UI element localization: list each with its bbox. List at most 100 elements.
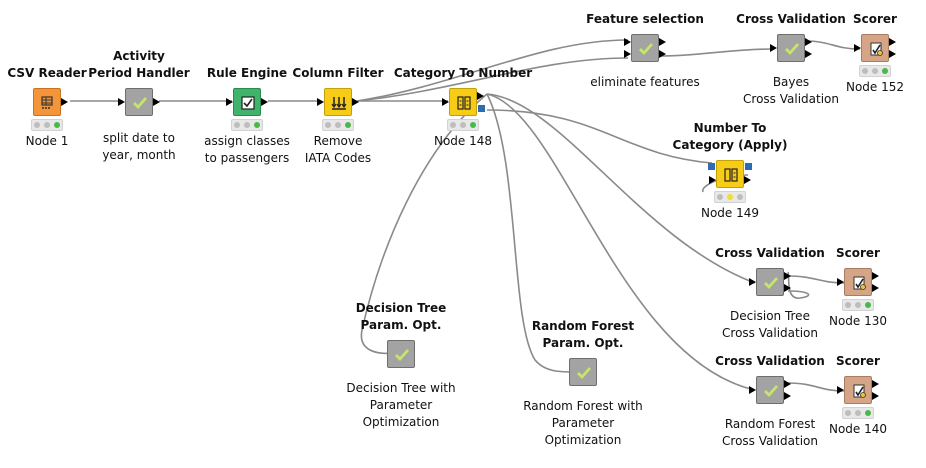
status-traffic-light <box>714 191 746 203</box>
node-title: Decision Tree Param. Opt. <box>355 301 447 332</box>
connection-filter-to-featsel-2 <box>356 57 629 102</box>
input-port-icon[interactable] <box>749 386 756 394</box>
output-port-icon[interactable] <box>153 98 160 106</box>
scorer-icon <box>870 42 883 56</box>
node-title: Scorer <box>836 246 880 260</box>
node-title: Column Filter <box>292 66 384 80</box>
csv-reader-node-body[interactable] <box>33 88 68 116</box>
node-random-forest-param-opt[interactable]: Random Forest Param. Opt. Random Forest … <box>503 318 663 449</box>
checkmark-icon <box>785 43 800 56</box>
input-port-icon[interactable] <box>770 44 777 52</box>
output-port-icon[interactable] <box>872 284 879 292</box>
model-output-port-icon[interactable] <box>478 105 485 112</box>
scorer-icon <box>853 384 866 398</box>
node-title: Feature selection <box>586 12 704 26</box>
output-port-icon[interactable] <box>477 92 484 100</box>
output-port-icon[interactable] <box>261 98 268 106</box>
scorer-node-body[interactable] <box>854 34 896 62</box>
input-port-icon[interactable] <box>837 386 844 394</box>
connection-category-to-numcat <box>486 109 713 164</box>
status-traffic-light <box>842 407 874 419</box>
output-port-icon[interactable] <box>872 392 879 400</box>
output-port-icon[interactable] <box>889 38 896 46</box>
node-cross-validation-rf[interactable]: Cross Validation Random Forest Cross Val… <box>690 353 850 450</box>
node-title: Cross Validation <box>715 354 825 368</box>
node-scorer-130[interactable]: Scorer Node 130 <box>778 245 926 330</box>
input-port-icon[interactable] <box>226 98 233 106</box>
input-port-icon[interactable] <box>709 176 716 184</box>
metanode-body[interactable] <box>624 34 666 62</box>
input-port-icon[interactable] <box>624 50 631 58</box>
metanode-body[interactable] <box>770 34 812 62</box>
node-rule-engine[interactable]: Rule Engine assign classes to passengers <box>167 65 327 167</box>
model-input-port-icon[interactable] <box>708 163 715 170</box>
node-cross-validation-bayes[interactable]: Cross Validation Bayes Cross Validation <box>711 11 871 108</box>
node-number-to-category[interactable]: Number To Category (Apply) Node 149 <box>650 120 810 222</box>
model-output-port-icon[interactable] <box>745 163 752 170</box>
metanode-body[interactable] <box>749 376 791 404</box>
input-port-icon[interactable] <box>317 98 324 106</box>
node-description: Node 152 <box>845 80 905 94</box>
input-port-icon[interactable] <box>442 98 449 106</box>
output-port-icon[interactable] <box>784 392 791 400</box>
output-port-icon[interactable] <box>784 284 791 292</box>
node-title: Cross Validation <box>736 12 846 26</box>
node-column-filter[interactable]: Column Filter Remove IATA Codes <box>258 65 418 167</box>
metanode-body[interactable] <box>569 358 597 386</box>
scorer-icon <box>853 276 866 290</box>
output-port-icon[interactable] <box>805 50 812 58</box>
output-port-icon[interactable] <box>659 50 666 58</box>
checkmark-icon <box>577 367 592 380</box>
node-category-to-number[interactable]: Category To Number Node 148 <box>383 65 543 150</box>
output-port-icon[interactable] <box>805 38 812 46</box>
category-to-number-node-body[interactable] <box>442 88 485 116</box>
node-description: Decision Tree Cross Validation <box>722 309 818 340</box>
node-description: Random Forest with Parameter Optimizatio… <box>523 399 643 447</box>
node-csv-reader[interactable]: CSV Reader Node 1 <box>0 65 127 150</box>
output-port-icon[interactable] <box>784 380 791 388</box>
node-title: Activity Period Handler <box>88 49 190 80</box>
output-port-icon[interactable] <box>352 98 359 106</box>
output-port-icon[interactable] <box>784 272 791 280</box>
connection-category-to-rfopt <box>486 93 575 373</box>
node-cross-validation-dt[interactable]: Cross Validation Decision Tree Cross Val… <box>690 245 850 342</box>
checkmark-icon <box>764 385 779 398</box>
rule-engine-node-body[interactable] <box>226 88 268 116</box>
input-port-icon[interactable] <box>118 98 125 106</box>
connection-category-to-cvrf <box>486 93 756 391</box>
status-traffic-light <box>859 65 891 77</box>
column-filter-node-body[interactable] <box>317 88 359 116</box>
output-port-icon[interactable] <box>872 272 879 280</box>
metanode-body[interactable] <box>118 88 160 116</box>
node-title: Category To Number <box>393 66 533 80</box>
node-activity-period-handler[interactable]: Activity Period Handler split date to ye… <box>59 48 219 164</box>
output-port-icon[interactable] <box>889 50 896 58</box>
node-scorer-152[interactable]: Scorer Node 152 <box>795 11 926 96</box>
output-port-icon[interactable] <box>744 176 751 184</box>
scorer-node-body[interactable] <box>837 376 879 404</box>
input-port-icon[interactable] <box>624 38 631 46</box>
metanode-body[interactable] <box>387 340 415 368</box>
node-feature-selection[interactable]: Feature selection eliminate features <box>565 11 725 91</box>
node-scorer-140[interactable]: Scorer Node 140 <box>778 353 926 438</box>
input-port-icon[interactable] <box>854 44 861 52</box>
output-port-icon[interactable] <box>872 380 879 388</box>
node-title: Rule Engine <box>206 66 288 80</box>
number-to-category-node-body[interactable] <box>708 160 752 188</box>
metanode-body[interactable] <box>749 268 791 296</box>
output-port-icon[interactable] <box>659 38 666 46</box>
status-traffic-light <box>231 119 263 131</box>
connection-filter-to-featsel-1 <box>356 39 629 102</box>
scorer-node-body[interactable] <box>837 268 879 296</box>
node-description: Node 130 <box>828 314 888 328</box>
input-port-icon[interactable] <box>749 278 756 286</box>
output-port-icon[interactable] <box>61 98 68 106</box>
node-description: Node 148 <box>433 134 493 148</box>
node-title: Number To Category (Apply) <box>672 121 788 152</box>
node-description: Bayes Cross Validation <box>743 75 839 106</box>
input-port-icon[interactable] <box>837 278 844 286</box>
connection-featsel-to-cv <box>659 48 773 57</box>
rule-engine-icon <box>241 96 255 110</box>
node-decision-tree-param-opt[interactable]: Decision Tree Param. Opt. Decision Tree … <box>321 300 481 431</box>
